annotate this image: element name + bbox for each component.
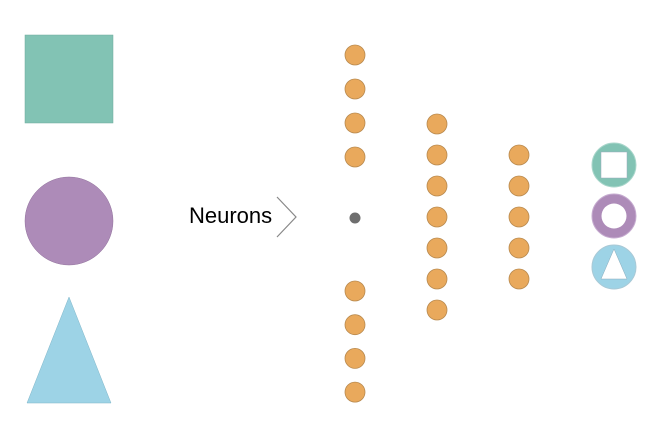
hidden1-neuron xyxy=(426,299,448,321)
hidden2-neuron xyxy=(508,175,530,197)
circle-icon xyxy=(601,203,627,229)
output-triangle-class xyxy=(591,244,637,290)
triangle-icon xyxy=(600,248,628,280)
input-shapes xyxy=(24,34,114,404)
output-circle-class xyxy=(591,193,637,239)
neuron-layers xyxy=(344,44,530,403)
hidden1-neuron xyxy=(426,206,448,228)
hidden2-neuron xyxy=(508,144,530,166)
hidden2-neuron xyxy=(508,268,530,290)
input-square xyxy=(24,34,114,124)
hidden1-neuron xyxy=(426,144,448,166)
input-neuron xyxy=(344,381,366,403)
input-neuron xyxy=(344,78,366,100)
input-neuron xyxy=(344,280,366,302)
input-neuron xyxy=(344,347,366,369)
input-neuron xyxy=(344,146,366,168)
input-neuron xyxy=(344,44,366,66)
hidden2-neuron xyxy=(508,237,530,259)
output-layer xyxy=(591,142,637,290)
input-neuron xyxy=(344,314,366,336)
hidden1-neuron xyxy=(426,175,448,197)
input-circle xyxy=(24,176,114,266)
hidden2-neuron xyxy=(508,206,530,228)
square-icon xyxy=(600,151,628,179)
hidden1-neuron xyxy=(426,268,448,290)
neurons-label: Neurons xyxy=(189,203,272,228)
output-square-class xyxy=(591,142,637,188)
input-triangle xyxy=(26,296,112,404)
hidden1-neuron xyxy=(426,237,448,259)
chevron-icon xyxy=(276,196,297,238)
input-neuron xyxy=(344,112,366,134)
ellipsis-dot xyxy=(349,212,361,224)
hidden1-neuron xyxy=(426,113,448,135)
